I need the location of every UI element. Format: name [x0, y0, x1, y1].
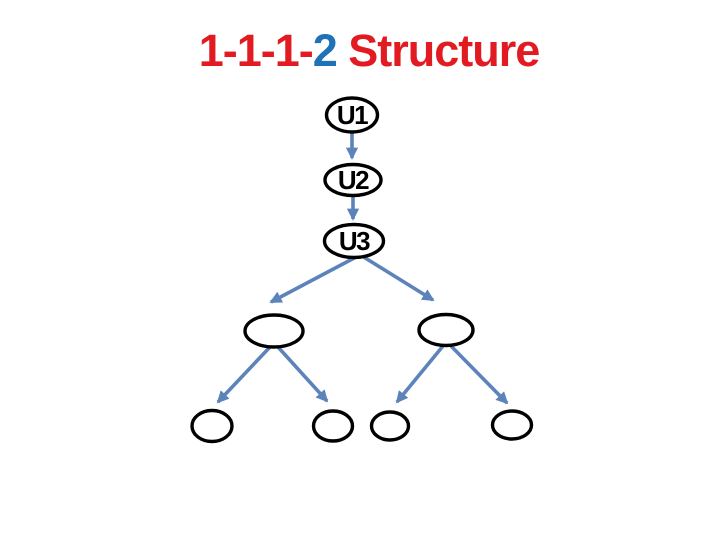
title-segment-blue: 2 — [312, 25, 338, 76]
arrow-u3-left-branch — [269, 254, 359, 304]
arrow-left-branch-leaf2 — [276, 345, 329, 403]
node-label-u2: U2 — [338, 165, 369, 195]
node-label-u3: U3 — [339, 226, 370, 256]
node-u3 — [322, 222, 386, 260]
node-leaf-1 — [190, 408, 234, 444]
node-label-u1: U1 — [337, 100, 368, 130]
arrow-u3-right-branch — [361, 254, 435, 302]
node-leaf-3 — [369, 410, 411, 442]
node-u2 — [323, 162, 383, 198]
title-segment-red-2: Structure — [336, 25, 540, 76]
node-left-branch — [243, 313, 305, 349]
node-leaf-2 — [311, 409, 355, 443]
arrow-right-branch-leaf3 — [395, 344, 445, 404]
node-right-branch — [417, 312, 475, 348]
node-u1 — [324, 96, 380, 134]
arrow-right-branch-leaf4 — [449, 344, 509, 405]
slide-title: 1-1-1-2 Structure — [0, 28, 720, 73]
node-leaf-4 — [490, 409, 534, 441]
title-segment-red-1: 1-1-1- — [198, 25, 314, 76]
arrow-left-branch-leaf1 — [216, 345, 272, 404]
